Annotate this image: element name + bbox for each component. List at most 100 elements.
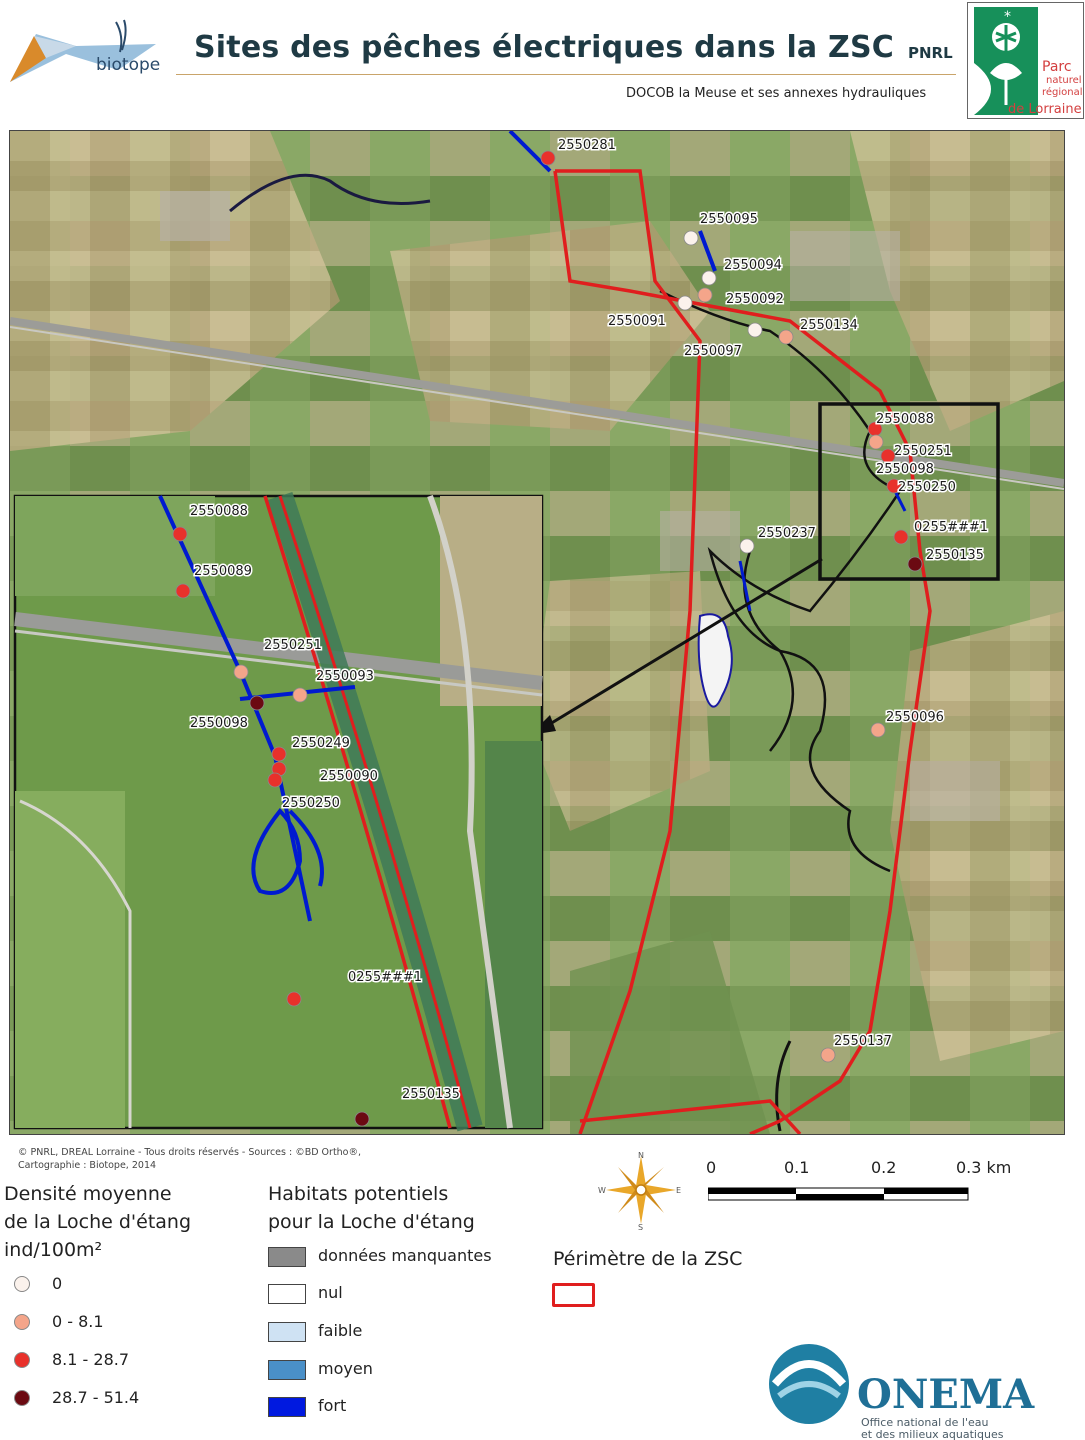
biotope-logo-text: biotope: [96, 55, 160, 75]
habitat-swatch: [268, 1397, 306, 1417]
inset-site-marker[interactable]: [249, 695, 265, 711]
title-underline: [176, 74, 956, 75]
map-subtitle: DOCOB la Meuse et ses annexes hydrauliqu…: [626, 86, 927, 101]
main-site-marker[interactable]: [870, 722, 886, 738]
habitat-swatch: [268, 1247, 306, 1267]
habitat-item-label: fort: [318, 1396, 347, 1415]
habitat-item-label: faible: [318, 1321, 363, 1340]
main-site-marker[interactable]: [886, 478, 902, 494]
scale-tick-0: 0: [706, 1158, 717, 1177]
scale-tick-2: 0.2: [871, 1158, 897, 1177]
density-item-label: 8.1 - 28.7: [52, 1350, 130, 1369]
main-site-marker[interactable]: [820, 1047, 836, 1063]
parc-logo-line-3: régional: [1042, 86, 1083, 98]
inset-site-marker[interactable]: [271, 746, 287, 762]
density-swatch: [14, 1276, 30, 1292]
credits-line-1: © PNRL, DREAL Lorraine - Tous droits rés…: [18, 1147, 362, 1158]
density-item-label: 0 - 8.1: [52, 1312, 104, 1331]
main-site-label: 2550092: [726, 292, 784, 307]
main-site-marker[interactable]: [747, 322, 763, 338]
main-site-marker[interactable]: [868, 434, 884, 450]
main-site-marker[interactable]: [683, 230, 699, 246]
inset-site-marker[interactable]: [354, 1111, 370, 1127]
main-site-label: 2550135: [926, 548, 984, 563]
onema-name: ONEMA: [857, 1371, 1035, 1418]
main-site-marker[interactable]: [677, 295, 693, 311]
main-site-marker[interactable]: [880, 448, 896, 464]
main-site-marker[interactable]: [778, 329, 794, 345]
compass-s: S: [638, 1223, 643, 1230]
svg-text:*: *: [1004, 9, 1011, 25]
main-site-label: 2550250: [898, 480, 956, 495]
parc-naturel-logo: * Parc naturel régional de Lorraine: [967, 2, 1084, 119]
density-item-label: 0: [52, 1274, 63, 1293]
density-swatch: [14, 1390, 30, 1406]
parc-logo-line-4: de Lorraine: [1008, 102, 1082, 117]
habitat-item-label: nul: [318, 1283, 343, 1302]
organisation-label: PNRL: [908, 44, 953, 62]
inset-site-marker[interactable]: [286, 991, 302, 1007]
inset-site-marker[interactable]: [233, 664, 249, 680]
inset-site-marker[interactable]: [267, 772, 283, 788]
density-item: 8.1 - 28.7: [14, 1350, 214, 1376]
habitat-item-label: données manquantes: [318, 1246, 492, 1265]
density-item: 0 - 8.1: [14, 1312, 214, 1338]
density-legend-title-2: de la Loche d'étang: [4, 1211, 192, 1233]
main-site-label: 2550097: [684, 344, 742, 359]
habitat-item-label: moyen: [318, 1359, 373, 1378]
density-swatch: [14, 1314, 30, 1330]
inset-site-marker[interactable]: [175, 583, 191, 599]
inset-site-label: 2550098: [190, 716, 248, 731]
habitat-legend-title-2: pour la Loche d'étang: [268, 1211, 475, 1233]
perimeter-legend-title: Périmètre de la ZSC: [553, 1248, 743, 1270]
main-site-label: 2550088: [876, 412, 934, 427]
density-item-label: 28.7 - 51.4: [52, 1388, 140, 1407]
compass-n: N: [638, 1151, 644, 1160]
parc-logo-line-1: Parc: [1042, 59, 1072, 75]
main-site-label: 2550251: [894, 444, 952, 459]
main-site-label: 2550091: [608, 314, 666, 329]
main-site-label: 2550095: [700, 212, 758, 227]
main-site-marker[interactable]: [739, 538, 755, 554]
main-site-marker[interactable]: [907, 556, 923, 572]
map-canvas[interactable]: 2550281 2550095 2550094 2550092 2550091 25501…: [10, 131, 1064, 1134]
onema-line-2: et des milieux aquatiques: [861, 1428, 1004, 1440]
inset-site-label: 2550250: [282, 796, 340, 811]
scale-tick-3: 0.3 km: [956, 1158, 1012, 1177]
map-title: Sites des pêches électriques dans la ZSC: [194, 30, 894, 65]
inset-site-marker[interactable]: [292, 687, 308, 703]
inset-site-label: 2550090: [320, 769, 378, 784]
compass-w: W: [598, 1186, 606, 1195]
density-swatch: [14, 1352, 30, 1368]
main-site-label: 2550094: [724, 258, 782, 273]
main-site-label: 2550137: [834, 1034, 892, 1049]
density-legend: Densité moyenne de la Loche d'étang ind/…: [4, 1180, 191, 1264]
habitat-swatch: [268, 1322, 306, 1342]
main-site-label: 2550098: [876, 462, 934, 477]
inset-site-label: 2550093: [316, 669, 374, 684]
main-site-label: 2550237: [758, 526, 816, 541]
habitat-legend: Habitats potentiels pour la Loche d'étan…: [268, 1180, 475, 1236]
parc-logo-line-2: naturel: [1046, 75, 1082, 86]
main-site-marker[interactable]: [697, 287, 713, 303]
inset-site-label: 2550135: [402, 1087, 460, 1102]
inset-map-sites: 2550088255008925502512550093255009825502…: [172, 503, 461, 1127]
habitat-legend-title-1: Habitats potentiels: [268, 1183, 449, 1205]
habitat-swatch: [268, 1284, 306, 1304]
main-site-marker[interactable]: [540, 150, 556, 166]
main-site-marker[interactable]: [893, 529, 909, 545]
inset-site-label: 2550251: [264, 638, 322, 653]
density-legend-title-1: Densité moyenne: [4, 1183, 172, 1205]
perimeter-swatch: [552, 1283, 595, 1307]
main-site-label: 2550281: [558, 138, 616, 153]
inset-map: [13, 491, 544, 1132]
density-item: 28.7 - 51.4: [14, 1388, 214, 1414]
scale-bar: [708, 1187, 969, 1201]
inset-site-marker[interactable]: [172, 526, 188, 542]
inset-site-label: 2550089: [194, 564, 252, 579]
main-site-marker[interactable]: [701, 270, 717, 286]
aerial-map[interactable]: 2550281 2550095 2550094 2550092 2550091 25501…: [9, 130, 1065, 1135]
main-map-sites: 2550281 2550095 2550094 2550092 2550091 25501…: [540, 137, 990, 1063]
credits-line-2: Cartographie : Biotope, 2014: [18, 1160, 157, 1171]
compass-e: E: [676, 1186, 681, 1195]
